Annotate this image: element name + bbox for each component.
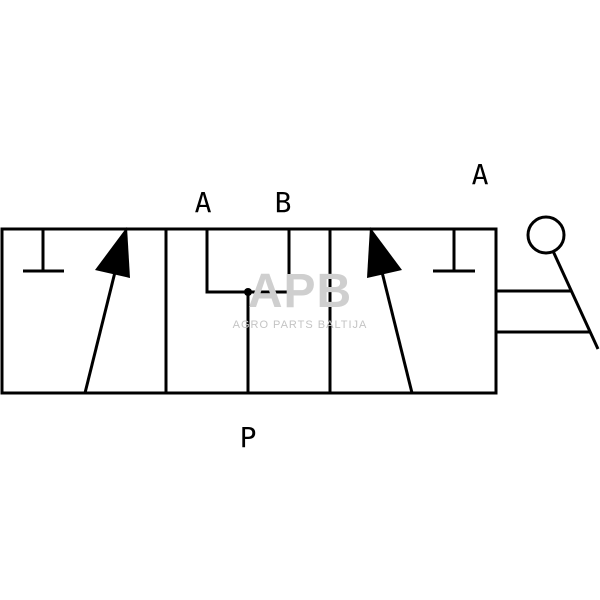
watermark-logo: APB: [248, 265, 352, 318]
flow-arrow-left: [83, 227, 130, 394]
junction-dot: [244, 288, 252, 296]
port-label-p-bottom: P: [240, 421, 257, 454]
lever-actuator: [496, 215, 600, 350]
port-label-a-top: A: [195, 186, 212, 219]
watermark: APB AGRO PARTS BALTIJA: [233, 265, 368, 331]
watermark-tagline: AGRO PARTS BALTIJA: [233, 319, 368, 331]
center-connection: [205, 229, 291, 393]
blocked-port-left: [23, 229, 64, 273]
blocked-port-right: [433, 229, 475, 273]
port-label-b-top: B: [275, 186, 292, 219]
lever-knob: [526, 215, 566, 255]
port-label-a-right: A: [472, 158, 489, 191]
flow-arrow-right: [367, 227, 414, 394]
